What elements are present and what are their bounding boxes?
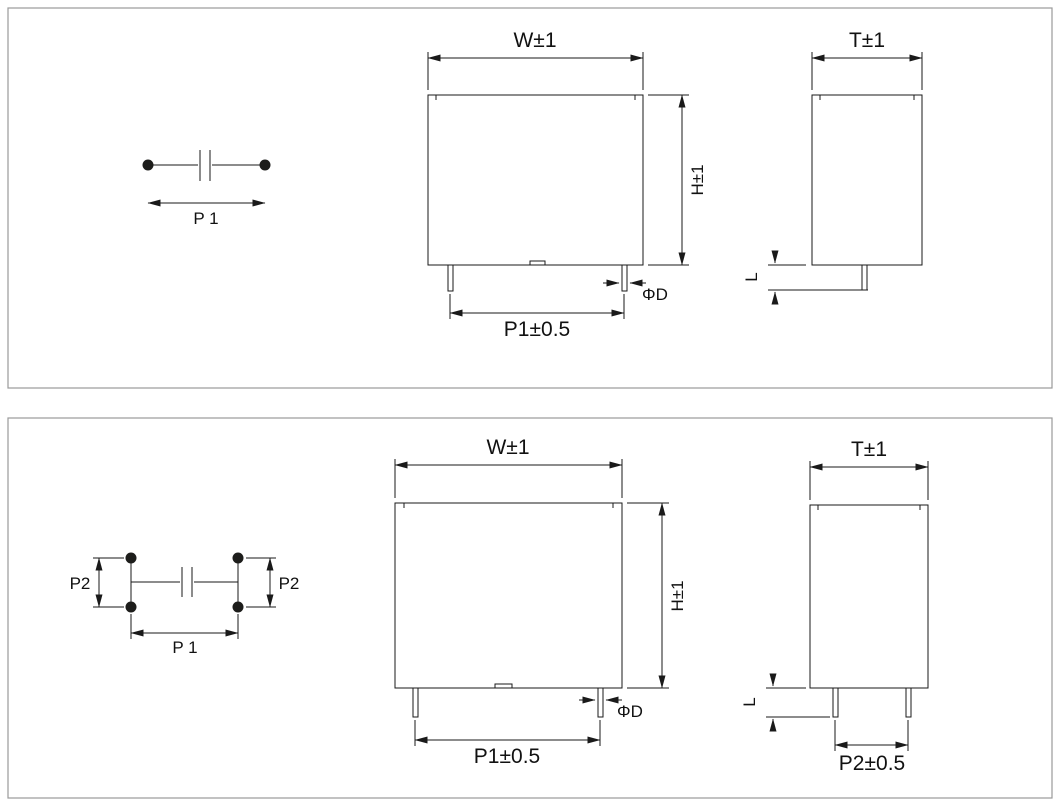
front-view-top: W±1 H±1 ΦD P1±0.5 xyxy=(427,29,707,341)
capacitor-body-side xyxy=(809,504,929,689)
dim-label-lead-diameter: ΦD xyxy=(642,285,668,304)
panel-top-border xyxy=(7,7,1053,389)
terminal-dot xyxy=(125,552,137,564)
terminal-dot xyxy=(259,159,271,171)
panel-bottom-border xyxy=(7,417,1053,799)
dim-label-p1: P1±0.5 xyxy=(504,318,570,341)
bottom-notch xyxy=(529,260,546,265)
terminal-dot xyxy=(125,601,137,613)
capacitor-body xyxy=(394,502,623,689)
dim-label-w: W±1 xyxy=(513,29,556,52)
dim-label-p1: P1±0.5 xyxy=(474,745,540,768)
dim-label-p2-right: P2 xyxy=(279,574,300,593)
terminal-dot xyxy=(232,552,244,564)
lead-pin xyxy=(905,688,912,718)
lead-pin xyxy=(597,688,604,718)
lead-pin xyxy=(621,265,628,292)
front-view-bottom: W±1 H±1 ΦD P1±0.5 xyxy=(394,436,687,768)
dim-label-p2-left: P2 xyxy=(70,574,91,593)
dim-label-l: L xyxy=(740,697,759,706)
dim-label-p1: P 1 xyxy=(193,209,218,228)
dim-label-t: T±1 xyxy=(849,29,885,52)
schematic-2pin: P 1 xyxy=(142,150,271,228)
panel-top: P 1 W±1 H±1 ΦD xyxy=(7,7,1053,389)
side-view-top: T±1 L xyxy=(742,29,923,305)
dim-label-t: T±1 xyxy=(851,438,887,461)
side-view-bottom: T±1 L P2±0.5 xyxy=(740,438,929,775)
terminal-dot xyxy=(232,601,244,613)
dim-label-p1: P 1 xyxy=(172,638,197,657)
panel-bottom: P2 P2 P 1 W±1 xyxy=(7,417,1053,799)
lead-pin xyxy=(447,265,454,292)
terminal-dot xyxy=(142,159,154,171)
capacitor-body-side xyxy=(811,94,923,266)
lead-pin xyxy=(832,688,839,718)
schematic-4pin: P2 P2 P 1 xyxy=(70,552,300,657)
dim-label-w: W±1 xyxy=(486,436,529,459)
lead-pin xyxy=(412,688,419,718)
bottom-notch xyxy=(494,683,513,688)
dim-label-h: H±1 xyxy=(688,164,707,195)
dim-label-lead-diameter: ΦD xyxy=(617,702,643,721)
lead-pin xyxy=(861,265,868,291)
capacitor-body xyxy=(427,94,644,266)
dim-label-l: L xyxy=(742,272,761,281)
dim-label-p2: P2±0.5 xyxy=(839,752,905,775)
dim-label-h: H±1 xyxy=(668,580,687,611)
